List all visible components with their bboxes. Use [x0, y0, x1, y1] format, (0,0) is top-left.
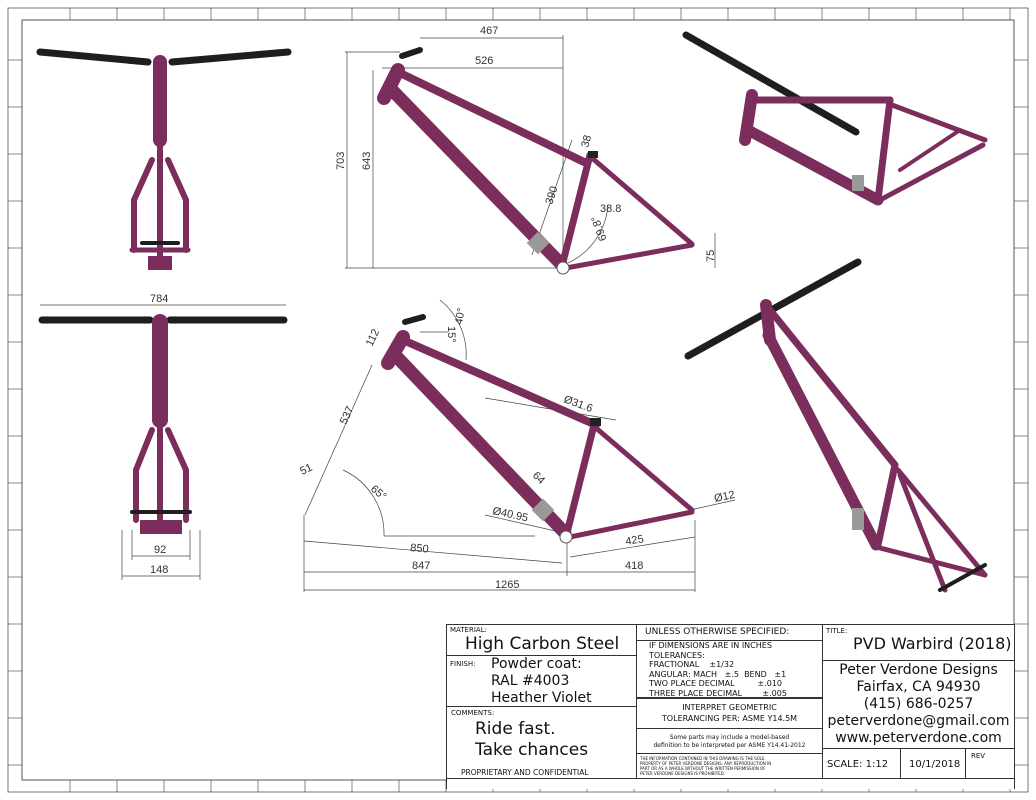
tolerance-line: IF DIMENSIONS ARE IN INCHES	[649, 641, 772, 650]
finish-cell: FINISH: Powder coat: RAL #4003 Heather V…	[446, 655, 637, 707]
company-email: peterverdone@gmail.com	[827, 713, 1010, 729]
drawing-title: PVD Warbird (2018)	[853, 634, 1012, 653]
comment-line: Take chances	[475, 740, 589, 760]
material-cell: MATERIAL: High Carbon Steel	[446, 624, 637, 656]
dim-425: 425	[625, 533, 645, 548]
company-name: Peter Verdone Designs	[839, 662, 998, 678]
finish-line: Powder coat:	[491, 656, 582, 672]
date-cell: 10/1/2018	[900, 748, 966, 779]
tolerances-cell: IF DIMENSIONS ARE IN INCHES TOLERANCES: …	[636, 640, 823, 698]
comment-line: Ride fast.	[475, 719, 556, 739]
scale-value: SCALE: 1:12	[827, 759, 889, 770]
model-based-cell: Some parts may include a model-based def…	[636, 728, 823, 754]
dim-38: 38	[579, 134, 594, 149]
dim-418: 418	[625, 560, 643, 572]
info-line: PETER VERDONE DESIGNS IS PROHIBITED.	[640, 771, 726, 776]
scale-cell: SCALE: 1:12	[822, 748, 901, 779]
title-cell: TITLE: PVD Warbird (2018)	[822, 624, 1015, 661]
dim-467: 467	[480, 25, 498, 37]
dim-angle-15: 15°	[445, 326, 457, 343]
company-phone: (415) 686-0257	[863, 696, 974, 712]
dim-1265: 1265	[495, 579, 519, 591]
finish-line: RAL #4003	[491, 673, 570, 689]
comments-cell: COMMENTS: Ride fast. Take chances PROPRI…	[446, 706, 637, 779]
dim-112: 112	[364, 327, 382, 348]
date-value: 10/1/2018	[909, 759, 961, 770]
company-address: Fairfax, CA 94930	[856, 679, 981, 695]
dim-bar-width: 784	[150, 293, 168, 305]
model-based-line: Some parts may include a model-based	[669, 734, 790, 741]
interpret-cell: INTERPRET GEOMETRIC TOLERANCING PER: ASM…	[636, 698, 823, 729]
front-view-bottom: 784 92 148	[38, 293, 288, 580]
material-label: MATERIAL:	[450, 626, 487, 634]
unless-label: UNLESS OTHERWISE SPECIFIED:	[645, 627, 790, 637]
dim-40-95: Ø40.95	[491, 505, 529, 524]
iso-view-top	[682, 31, 988, 206]
iso-view-bottom	[684, 258, 988, 593]
dim-fork-92: 92	[154, 544, 166, 556]
proprietary-notice: PROPRIETARY AND CONFIDENTIAL	[461, 768, 589, 777]
interpret-line: INTERPRET GEOMETRIC	[682, 703, 777, 712]
material-value: High Carbon Steel	[465, 634, 620, 654]
dim-847: 847	[412, 560, 430, 572]
rev-cell: REV	[965, 748, 1015, 779]
dim-64: 64	[530, 470, 547, 487]
finish-line: Heather Violet	[491, 690, 592, 706]
dim-526: 526	[475, 55, 493, 67]
model-based-line: definition to be interpreted per ASME Y1…	[653, 742, 806, 749]
side-view-top: 467 526 703 643 38 390 38.8 69.8° 75	[335, 25, 717, 275]
dim-703: 703	[335, 152, 347, 170]
dim-75: 75	[705, 250, 717, 262]
info-line: THE INFORMATION CONTAINED IN THIS DRAWIN…	[640, 756, 765, 761]
dim-850: 850	[410, 542, 429, 556]
bottom-row	[446, 778, 1015, 789]
dim-390: 390	[543, 185, 560, 206]
dim-angle-69-8: 69.8°	[589, 214, 609, 242]
dim-643: 643	[361, 152, 373, 170]
tolerance-line: FRACTIONAL ±1/32	[649, 660, 735, 669]
tolerance-line: TOLERANCES:	[649, 650, 705, 660]
info-cell: THE INFORMATION CONTAINED IN THIS DRAWIN…	[636, 753, 823, 779]
comments-label: COMMENTS:	[451, 709, 495, 717]
company-website: www.peterverdone.com	[835, 730, 1002, 746]
dim-angle-40: 40°	[453, 307, 468, 325]
title-label: TITLE:	[826, 627, 848, 635]
interpret-line: TOLERANCING PER: ASME Y14.5M	[661, 714, 798, 723]
side-view-bottom: 112 15° 40° 537 51 65° Ø31.6 64 Ø40.95 Ø…	[298, 299, 736, 592]
tolerance-line: TWO PLACE DECIMAL ±.010	[649, 679, 783, 688]
dim-axle-12: Ø12	[713, 489, 736, 505]
dim-38-8: 38.8	[600, 203, 621, 215]
dim-537: 537	[338, 405, 357, 427]
company-cell: Peter Verdone Designs Fairfax, CA 94930 …	[822, 660, 1015, 749]
rev-label: REV	[971, 752, 986, 760]
dim-angle-65: 65°	[368, 483, 388, 503]
tolerance-line: ANGULAR: MACH ±.5 BEND ±1	[649, 669, 787, 679]
dim-51: 51	[298, 462, 314, 478]
tolerance-line: THREE PLACE DECIMAL ±.005	[649, 688, 787, 698]
info-line: PART OR AS A WHOLE WITHOUT THE WRITTEN P…	[640, 766, 766, 771]
finish-label: FINISH:	[450, 660, 476, 668]
dim-fork-148: 148	[150, 564, 168, 576]
info-line: PROPERTY OF PETER VERDONE DESIGNS. ANY R…	[640, 761, 772, 766]
unless-cell: UNLESS OTHERWISE SPECIFIED:	[636, 624, 823, 641]
front-view-top	[36, 48, 292, 270]
